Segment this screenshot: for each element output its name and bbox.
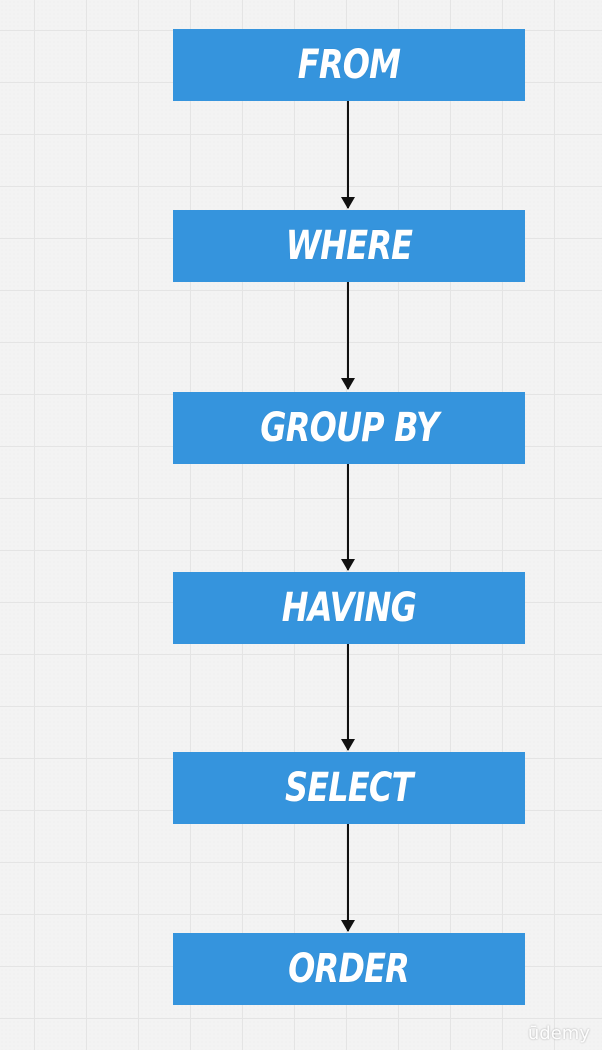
step-order: ORDER: [173, 933, 525, 1005]
step-group-by-label: GROUP BY: [259, 405, 439, 451]
udemy-watermark: ūdemy: [527, 1023, 590, 1044]
step-having-label: HAVING: [281, 585, 417, 631]
step-order-label: ORDER: [288, 946, 411, 992]
step-select-label: SELECT: [285, 765, 413, 811]
step-having: HAVING: [173, 572, 525, 644]
step-from-label: FROM: [297, 42, 401, 88]
step-where: WHERE: [173, 210, 525, 282]
step-select: SELECT: [173, 752, 525, 824]
step-group-by: GROUP BY: [173, 392, 525, 464]
step-from: FROM: [173, 29, 525, 101]
step-where-label: WHERE: [285, 223, 413, 269]
